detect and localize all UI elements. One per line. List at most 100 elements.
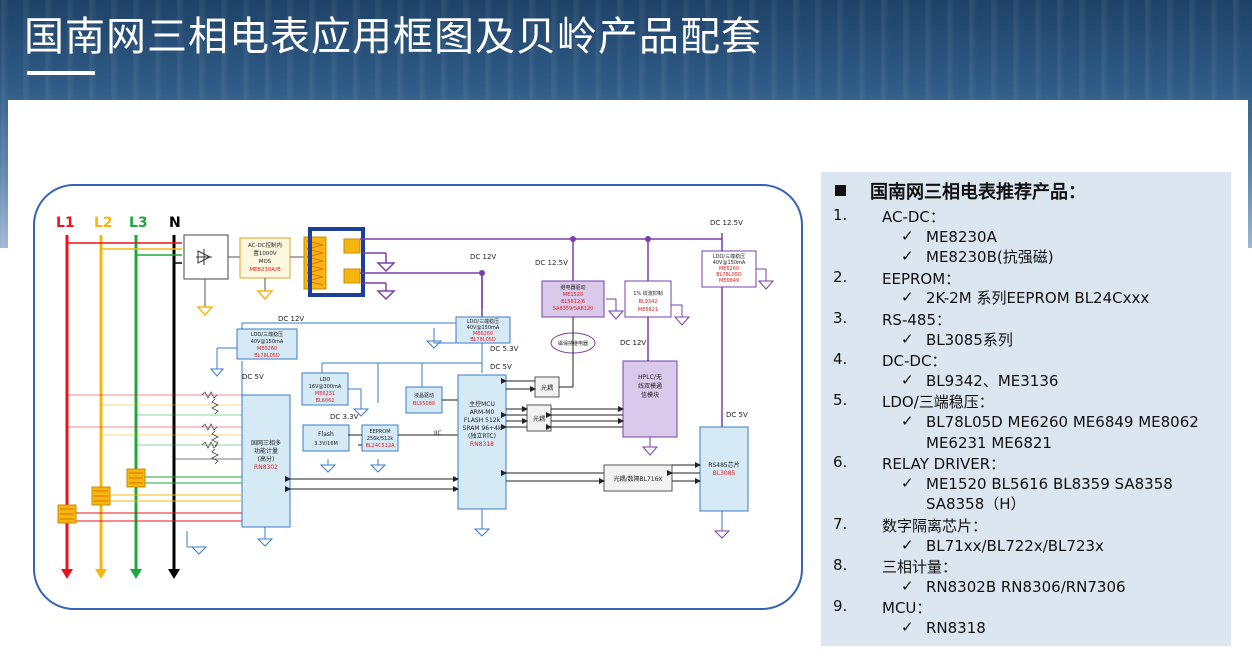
dc33-label: DC 3.3V [330,413,359,421]
dc5-b-label: DC 5V [490,363,512,371]
svg-text:3.3V/16M: 3.3V/16M [314,441,338,447]
checkmark-icon: ✓ [901,370,914,389]
l3-label: L3 [129,215,148,231]
svg-text:40V@150mA: 40V@150mA [251,339,284,345]
recommendation-header: 国南网三相电表推荐产品： [835,178,1086,204]
lcd-driver-block: 液晶驱动 BL55080 [405,386,458,414]
svg-text:LDO/三端稳压: LDO/三端稳压 [467,318,499,325]
ldo-small-block: LDO 16V@300mA ME6231 BL6062 [301,372,362,406]
checkmark-icon: ✓ [901,535,914,554]
optocoupler-b: 光耦 [526,404,552,432]
mcu-block: 主控MCU ARM-M0 FLASH 512k SRAM 96+4k (独立RT… [457,374,507,510]
title-underline [27,71,95,75]
signal-lines [285,317,701,492]
svg-text:光耦: 光耦 [541,384,553,392]
svg-text:信模块: 信模块 [641,391,659,399]
svg-text:HPLC/无: HPLC/无 [638,374,662,381]
category-rs485: 3.RS-485： [833,308,951,329]
slide-title: 国南网三相电表应用框图及贝岭产品配套 [24,14,762,60]
svg-text:继电器驱动: 继电器驱动 [560,284,585,291]
dc12-c-label: DC 12V [620,339,646,347]
dcdc-block: 1% 纹波抑制 BL9342 ME6821 [624,280,691,361]
svg-text:ME6821: ME6821 [638,307,658,313]
recommendation-panel: 国南网三相电表推荐产品： 1.AC-DC： ✓ME8230A ✓ME8230B(… [821,172,1231,646]
checkmark-icon: ✓ [901,617,914,636]
svg-text:AC-DC控制内: AC-DC控制内 [248,241,282,249]
list-item: ✓RN8318 [901,617,986,637]
rs485-block: RS485芯片 BL3085 [699,426,749,512]
category-dcdc: 4.DC-DC： [833,350,947,371]
l2-label: L2 [94,215,113,231]
list-item: ✓BL78L05D ME6260 ME6849 ME8062 ME6231 ME… [901,411,1199,452]
flash-block: Flash 3.3V/16M [302,424,350,452]
ldo-mid-block: LDO/三端稳压 40V@150mA ME6260 BL78L05D [455,316,511,344]
svg-text:FLASH 512k: FLASH 512k [464,417,501,424]
svg-text:线双模通: 线双模通 [638,382,662,390]
svg-text:BL5612/6: BL5612/6 [561,299,585,305]
svg-text:BL3085: BL3085 [713,470,736,477]
dc12-a-label: DC 12V [470,253,496,261]
svg-text:置1000V: 置1000V [253,250,276,257]
dc53-label: DC 5.3V [490,345,519,353]
svg-text:IIC: IIC [434,430,442,437]
svg-text:RN8318: RN8318 [470,441,494,448]
svg-text:SRAM 96+4k: SRAM 96+4k [463,425,502,432]
eeprom-block: EEPROM 256k/512k BL24C512A IIC [361,424,458,452]
svg-text:BL24C512A: BL24C512A [365,443,395,449]
hplc-block: HPLC/无 线双模通 信模块 [622,360,678,456]
svg-text:功能计量: 功能计量 [254,447,278,455]
l1-label: L1 [56,215,75,231]
svg-text:光耦/数隔BL716X: 光耦/数隔BL716X [613,475,662,483]
checkmark-icon: ✓ [901,473,914,492]
svg-text:光耦: 光耦 [533,415,545,423]
svg-text:40V@150mA: 40V@150mA [713,260,746,266]
category-acdc: 1.AC-DC： [833,206,945,226]
svg-text:ME8230A/B: ME8230A/B [249,267,281,273]
svg-text:SA8359/SA8120: SA8359/SA8120 [553,306,594,312]
dc5-c-label: DC 5V [726,411,748,419]
svg-text:BL78L05D: BL78L05D [470,337,496,343]
svg-text:ME6260: ME6260 [257,346,277,352]
checkmark-icon: ✓ [901,247,914,266]
svg-text:主控MCU: 主控MCU [469,400,495,408]
isolator-block: 光耦/数隔BL716X [603,464,673,492]
dc125-mid-label: DC 12.5V [535,259,568,267]
list-item: ✓BL3085系列 [901,329,1013,349]
svg-text:LDO/三端稳压: LDO/三端稳压 [713,253,745,260]
svg-text:国网三相多: 国网三相多 [251,439,281,447]
svg-text:RS485芯片: RS485芯片 [708,461,739,469]
list-item: ✓ME1520 BL5616 BL8359 SA8358 SA8358（H） [901,473,1173,514]
svg-text:ARM-M0: ARM-M0 [470,409,495,416]
svg-text:LDO/三端稳压: LDO/三端稳压 [251,331,283,338]
svg-text:1% 纹波抑制: 1% 纹波抑制 [633,290,663,297]
l2-arrow [95,569,107,579]
svg-text:LDO: LDO [320,377,331,383]
list-item: ✓BL9342、ME3136 [901,370,1059,390]
svg-text:256k/512k: 256k/512k [367,436,394,442]
checkmark-icon: ✓ [901,288,914,307]
category-mcu: 9.MCU： [833,597,932,618]
svg-text:EEPROM: EEPROM [369,429,390,435]
checkmark-icon: ✓ [901,329,914,348]
checkmark-icon: ✓ [901,411,914,430]
dc5-a-label: DC 5V [242,373,264,381]
svg-text:ME6231: ME6231 [315,391,335,397]
list-item: ✓ME8230A [901,226,997,246]
category-digital-isolator: 7.数字隔离芯片： [833,514,988,535]
list-item: ✓BL71xx/BL722x/BL723x [901,535,1104,555]
checkmark-icon: ✓ [901,226,914,245]
svg-text:BL9342: BL9342 [639,299,658,305]
power-bus [360,233,723,323]
l1-arrow [61,569,73,579]
block-diagram: L1 L2 L3 N AC-DC控制内 置1000V MOS ME8230A/B [33,184,803,610]
category-ldo: 5.LDO/三端稳压： [833,391,994,412]
svg-text:BL6062: BL6062 [316,398,335,404]
category-metering: 8.三相计量： [833,556,958,577]
n-arrow [168,569,180,579]
list-item: ✓2K-2M 系列EEPROM BL24Cxxx [901,288,1150,308]
category-eeprom: 2.EEPROM： [833,267,961,288]
ldo-left-block: LDO/三端稳压 40V@150mA ME6260 BL78L05D [236,328,298,360]
svg-text:40V@150mA: 40V@150mA [467,325,500,331]
svg-text:(高分): (高分) [258,455,275,463]
svg-text:BL55080: BL55080 [413,401,435,407]
